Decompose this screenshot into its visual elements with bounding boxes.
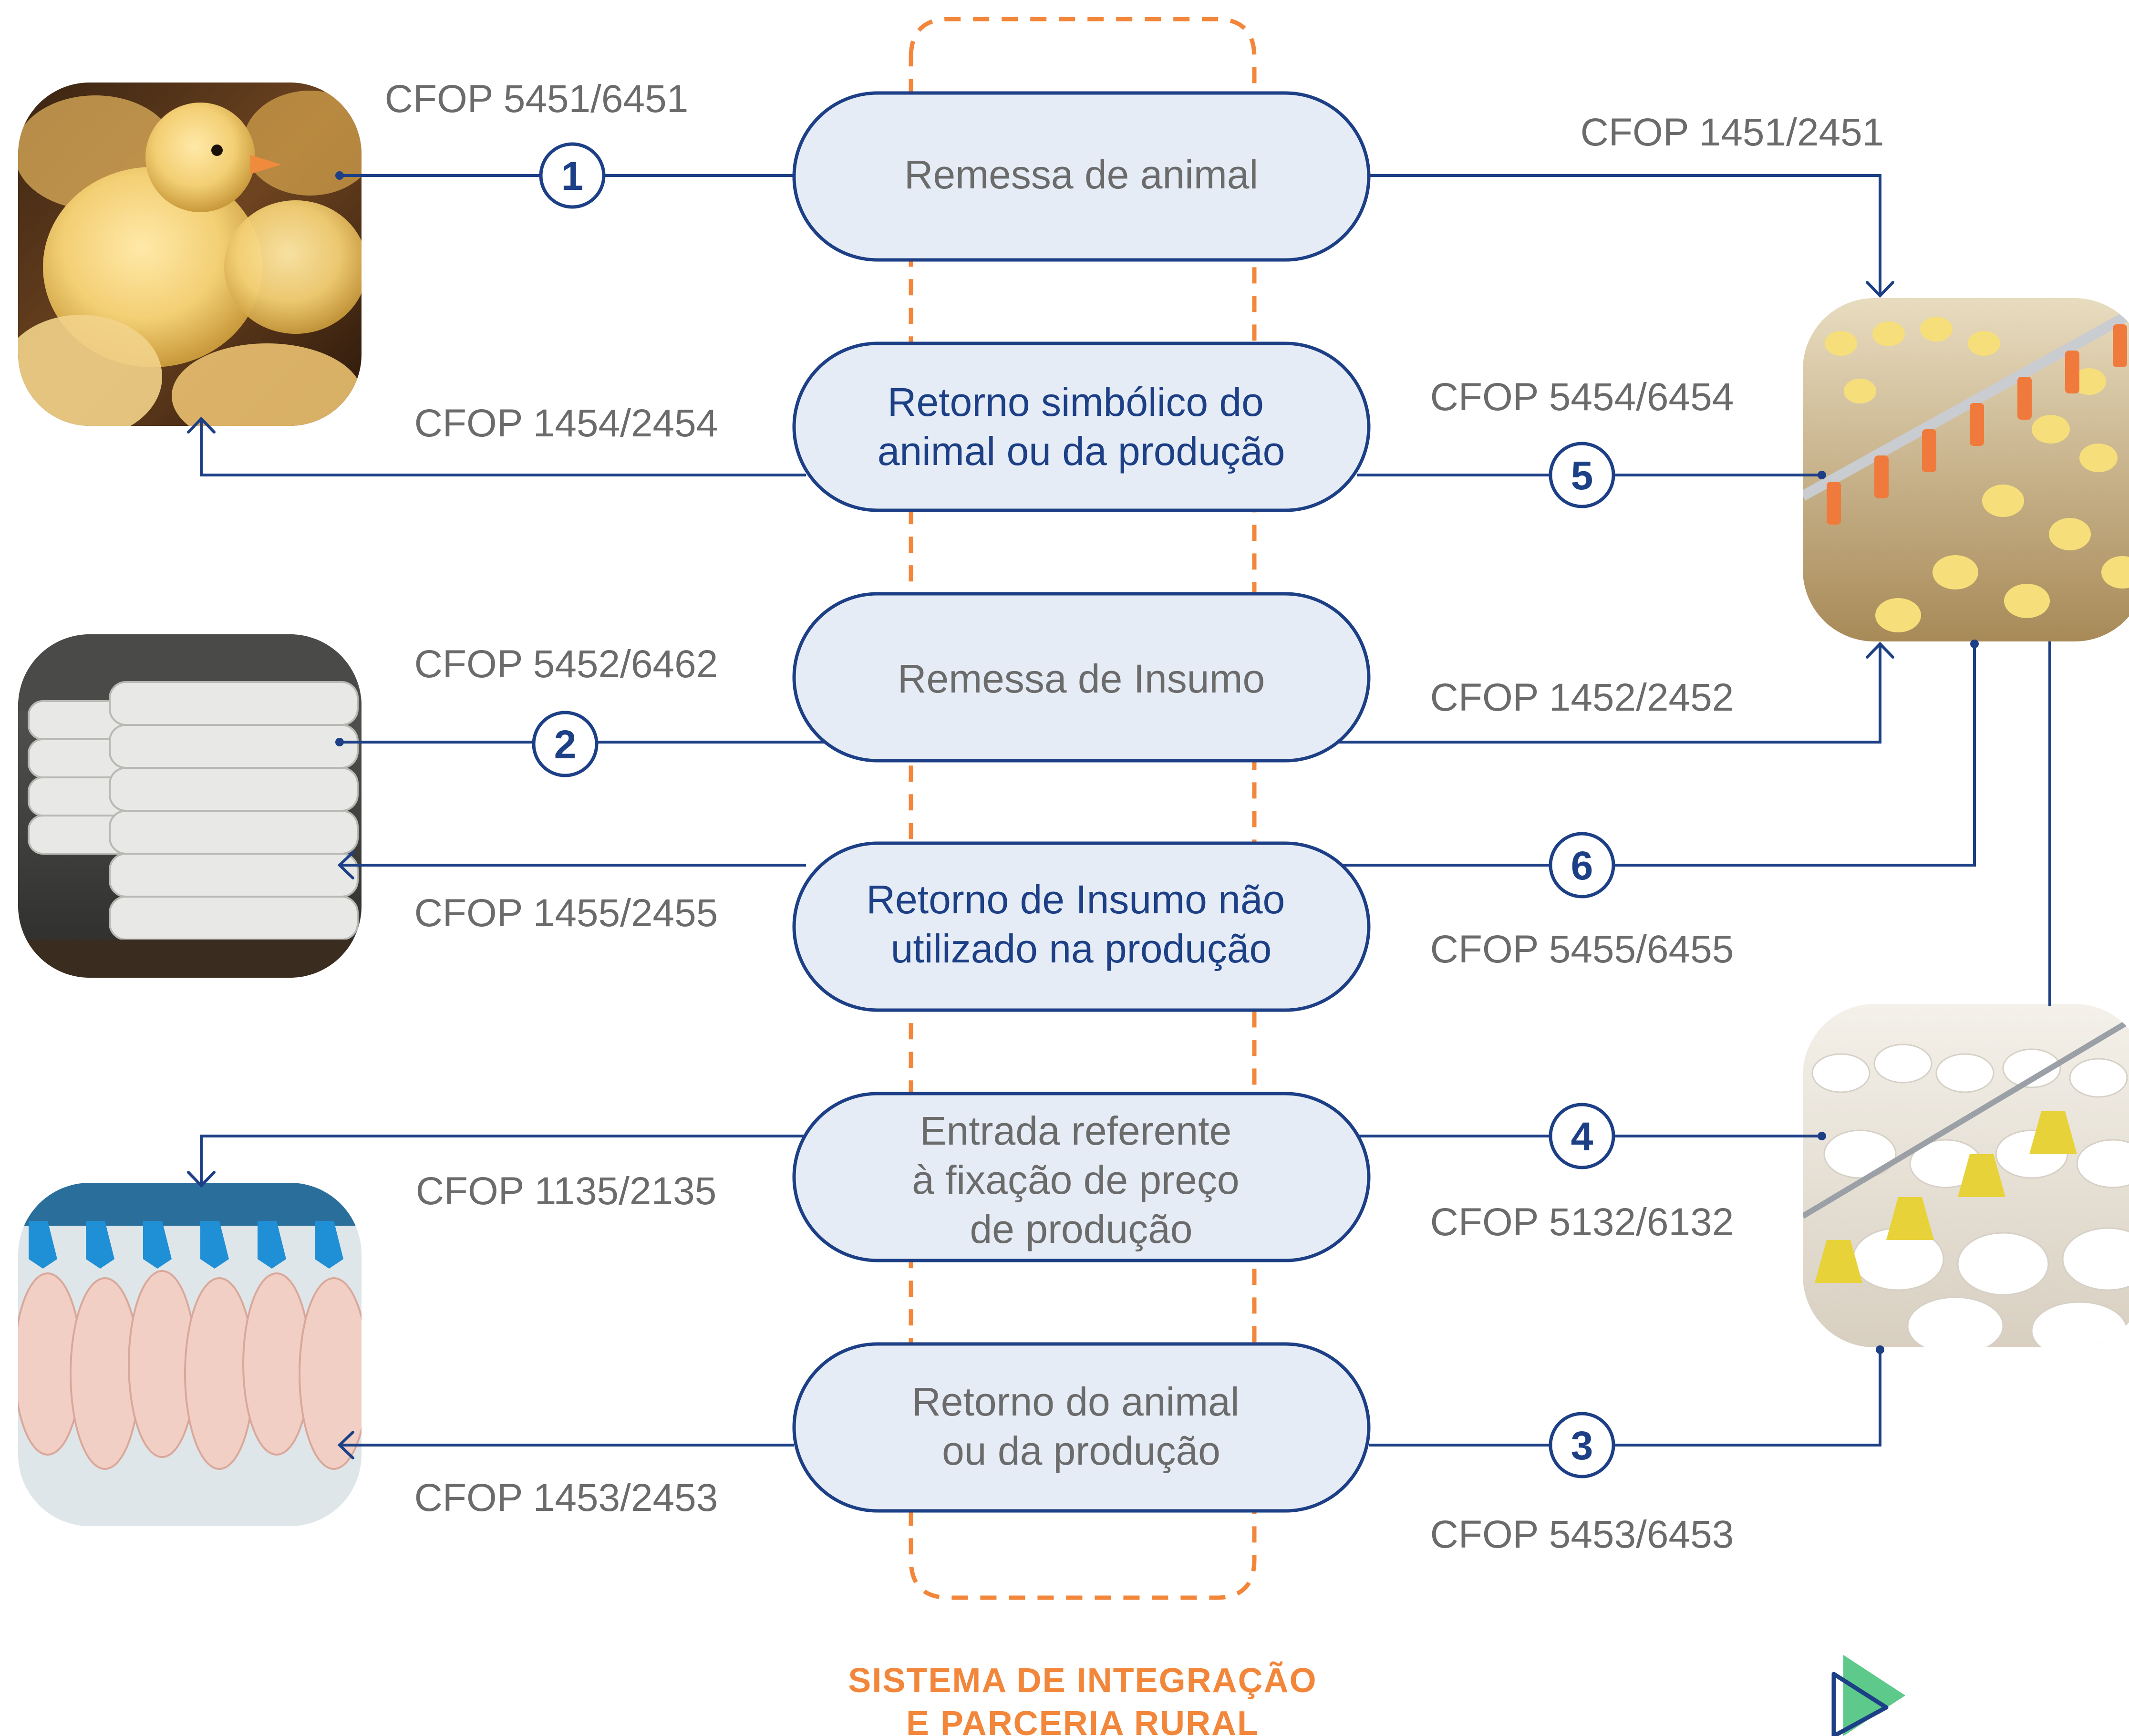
flow-line-2-to-farm: [1335, 644, 1881, 744]
arrow-down-icon: [187, 1171, 216, 1188]
cfop-label: CFOP 5453/6453: [1430, 1513, 1734, 1556]
step-number: 5: [1571, 453, 1593, 498]
pill-label: ou da produção: [942, 1428, 1220, 1473]
cfop-label: CFOP 1454/2454: [414, 402, 718, 445]
svg-text:Entrada referente à fixa: Entrada referente à fixação de preço de …: [912, 1108, 1251, 1251]
pill-label: de produção: [970, 1207, 1192, 1251]
cfop-label: CFOP 5454/6454: [1430, 375, 1734, 419]
flow-line-4-return: [200, 1135, 806, 1186]
cfop-label: CFOP 1453/2453: [414, 1476, 718, 1519]
pill-retorno-animal: Retorno do animal ou da produção: [792, 1342, 1371, 1513]
arrow-left-icon: [337, 851, 354, 879]
pill-label: Remessa de Insumo: [898, 656, 1265, 701]
farm-chicks-photo: [1803, 298, 2129, 641]
pill-label: Retorno de Insumo não: [866, 877, 1285, 922]
step-number: 2: [554, 722, 577, 767]
pill-remessa-animal: Remessa de animal: [792, 91, 1371, 262]
step-badge-6: 6: [1549, 832, 1615, 899]
cfop-label: CFOP 1452/2452: [1430, 676, 1734, 719]
step-badge-5: 5: [1549, 442, 1615, 508]
processing-line-photo: [18, 1183, 362, 1526]
footer-title-line-2: E PARCERIA RURAL: [906, 1705, 1259, 1736]
arrow-left-icon: [337, 1431, 354, 1459]
cfop-label: CFOP 5451/6451: [385, 77, 689, 121]
arrow-up-icon: [187, 416, 216, 434]
pill-label: utilizado na produção: [891, 926, 1272, 971]
svg-text:Remessa de Insumo: Remessa de Insumo: [898, 656, 1265, 701]
footer-title-line-1: SISTEMA DE INTEGRAÇÃO: [848, 1661, 1317, 1700]
arrow-down-icon: [1866, 281, 1894, 298]
cfop-label: CFOP 5455/6455: [1430, 928, 1734, 971]
step-badge-1: 1: [539, 142, 606, 209]
pill-label: Retorno do animal: [912, 1379, 1239, 1424]
pill-label: Retorno simbólico do: [888, 380, 1264, 424]
arrow-up-icon: [1866, 641, 1894, 659]
pill-label: Remessa de animal: [904, 152, 1258, 197]
step-badge-2: 2: [532, 711, 599, 777]
svg-text:Retorno do animal ou da: Retorno do animal ou da produção: [912, 1379, 1251, 1473]
pill-remessa-insumo: Remessa de Insumo: [792, 592, 1371, 763]
svg-text:Retorno simbólico do ani: Retorno simbólico do animal ou da produç…: [878, 380, 1285, 474]
flow-line-1-to-farm: [1369, 174, 1881, 296]
step-badge-4: 4: [1549, 1103, 1615, 1169]
step-number: 1: [561, 154, 584, 198]
step-number: 3: [1571, 1423, 1593, 1468]
cfop-label: CFOP 1135/2135: [416, 1169, 717, 1213]
feed-bags-photo: [18, 634, 362, 978]
pill-retorno-simbolico: Retorno simbólico do animal ou da produç…: [792, 341, 1371, 512]
flow-line-5-return: [200, 419, 806, 476]
play-logo-icon: [1831, 1655, 1905, 1736]
svg-text:Retorno de Insumo não ut: Retorno de Insumo não utilizado na produ…: [866, 877, 1296, 971]
step-number: 6: [1571, 843, 1593, 888]
svg-text:Remessa de animal: Remessa de animal: [904, 152, 1258, 197]
farm-chickens-photo: [1803, 1004, 2129, 1347]
step-number: 4: [1571, 1114, 1593, 1159]
cfop-label: CFOP 5452/6462: [414, 642, 718, 686]
pill-label: Entrada referente: [920, 1108, 1231, 1153]
pill-retorno-insumo: Retorno de Insumo não utilizado na produ…: [792, 841, 1371, 1012]
chicks-photo: [18, 83, 362, 426]
integration-system-boundary: [909, 17, 1257, 1600]
cfop-label: CFOP 1455/2455: [414, 891, 718, 935]
cfop-label: CFOP 1451/2451: [1581, 111, 1884, 154]
pill-label: à fixação de preço: [912, 1157, 1239, 1202]
pill-label: animal ou da produção: [878, 429, 1285, 474]
pill-entrada-fixacao: Entrada referente à fixação de preço de …: [792, 1092, 1371, 1262]
flow-line-3: [1369, 1350, 1881, 1447]
step-badge-3: 3: [1549, 1412, 1615, 1478]
cfop-label: CFOP 5132/6132: [1430, 1200, 1734, 1244]
